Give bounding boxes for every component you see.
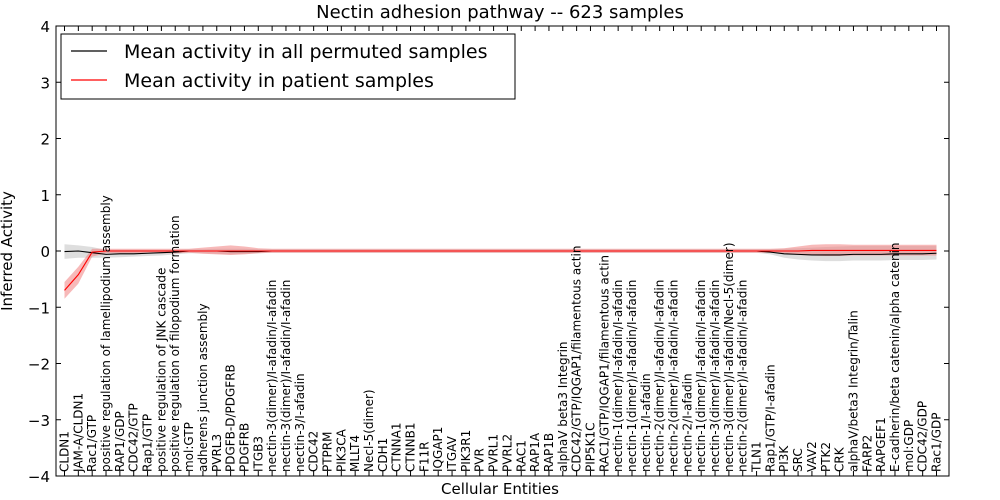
x-tick-label-rap1a: RAP1A (528, 432, 542, 472)
x-tick-label-ctnna1: CTNNA1 (390, 422, 404, 472)
x-tick-label-positive-regulation-of-lamellipodium-assembly: positive regulation of lamellipodium ass… (99, 195, 113, 472)
series-lines (64, 249, 937, 291)
x-tick-label-cdc42-gtp-iqgap1-filamentous-actin: CDC42/GTP/IQGAP1/filamentous actin (570, 246, 584, 472)
x-tick-label-pip5k1c: PIP5K1C (583, 422, 597, 472)
y-tick-label: 3 (40, 74, 50, 92)
y-axis: −4 −3 −2 −1 0 1 2 3 4 (28, 18, 949, 486)
x-tick-label-itgb3: ITGB3 (251, 436, 265, 472)
x-tick-label-alphav-beta3-integrin-talin: alphaV/beta3 Integrin/Talin (846, 310, 860, 472)
x-tick-label-mllt4: MLLT4 (348, 435, 362, 472)
x-tick-label-positive-regulation-of-jnk-cascade: positive regulation of JNK cascade (154, 268, 168, 472)
x-tick-label-itgav: ITGAV (445, 435, 459, 472)
y-tick-label: −1 (28, 299, 50, 317)
line-mean-activity-in-patient-samples (64, 249, 937, 291)
x-tick-label-cldn1: CLDN1 (58, 431, 72, 472)
x-tick-label-jam-a-cldn1: JAM-A/CLDN1 (71, 393, 85, 473)
x-tick-label-nectin-2-dimer-i-afadin-i-afadin: nectin-2(dimer)/I-afadin/I-afadin (667, 280, 681, 472)
y-tick-label: 1 (40, 187, 50, 205)
x-tick-label-rac1: RAC1 (514, 440, 528, 472)
y-axis-label: Inferred Activity (0, 191, 16, 311)
x-tick-label-rap1-gtp-i-afadin: Rap1/GTP/I-afadin (763, 364, 777, 472)
x-tick-label-rac1-gtp-iqgap1-filamentous-actin: RAC1/GTP/IQGAP1/filamentous actin (597, 255, 611, 472)
x-tick-label-nectin-1-dimer-i-afadin-i-afadin: nectin-1(dimer)/I-afadin/I-afadin (694, 280, 708, 472)
x-tick-label-cdc42: CDC42 (307, 431, 321, 472)
x-tick-label-crk: CRK (833, 446, 847, 472)
legend: Mean activity in all permuted samples Me… (60, 33, 516, 100)
y-tick-label: −3 (28, 412, 50, 430)
legend-label-patient: Mean activity in patient samples (124, 70, 434, 92)
x-tick-label-rap1-gtp: Rap1/GTP (141, 414, 155, 472)
x-tick-label-e-cadherin-beta-catenin-alpha-catenin: E-cadherin/beta catenin/alpha catenin (888, 242, 902, 472)
x-tick-label-pdgfb-d-pdgfrb: PDGFB-D/PDGFRB (224, 364, 238, 472)
x-tick-label-rac1-gdp: Rac1/GDP (930, 413, 944, 472)
x-tick-label-ptprm: PTPRM (320, 432, 334, 473)
x-tick-label-cdc42-gdp: CDC42/GDP (916, 401, 930, 472)
x-tick-label-pi3k: PI3K (777, 445, 791, 472)
x-tick-label-alphav-beta3-integrin: alphaV beta3 Integrin (556, 341, 570, 472)
x-tick-label-pvr: PVR (473, 448, 487, 472)
x-tick-label-adherens-junction-assembly: adherens junction assembly (196, 303, 210, 472)
x-tick-label-necl-5-dimer: Necl-5(dimer) (362, 389, 376, 472)
x-tick-label-pvrl3: PVRL3 (210, 434, 224, 472)
x-tick-label-rapgef1: RAPGEF1 (874, 417, 888, 472)
x-tick-label-nectin-3-dimer-i-afadin-necl-5-dimer: nectin-3(dimer)/I-afadin/Necl-5(dimer) (722, 242, 736, 472)
x-tick-label-cdh1: CDH1 (376, 438, 390, 472)
x-tick-label-ctnnb1: CTNNB1 (404, 422, 418, 472)
x-tick-label-pvrl2: PVRL2 (500, 434, 514, 472)
x-tick-label-src: SRC (791, 448, 805, 472)
y-tick-label: 2 (40, 131, 50, 149)
band-mean-activity-in-patient-samples (64, 244, 937, 299)
x-tick-label-ptk2: PTK2 (819, 442, 833, 472)
x-tick-label-positive-regulation-of-filopodium-formation: positive regulation of filopodium format… (168, 215, 182, 472)
x-tick-label-nectin-2-dimer-i-afadin-i-afadin: nectin-2(dimer)/I-afadin/I-afadin (736, 280, 750, 472)
confidence-bands (64, 244, 937, 299)
x-tick-label-f11r: F11R (417, 441, 431, 472)
y-tick-label: 0 (40, 243, 50, 261)
legend-box (60, 33, 516, 100)
chart-title: Nectin adhesion pathway -- 623 samples (316, 2, 684, 23)
x-tick-label-iqgap1: IQGAP1 (431, 427, 445, 472)
x-tick-label-nectin-1-dimer-i-afadin-i-afadin: nectin-1(dimer)/I-afadin/I-afadin (625, 280, 639, 472)
x-tick-label-nectin-3-i-afadin: nectin-3/I-afadin (293, 373, 307, 472)
x-tick-label-rac1-gtp: Rac1/GTP (85, 415, 99, 472)
x-tick-label-mol-gdp: mol:GDP (902, 420, 916, 472)
x-tick-label-nectin-2-i-afadin: nectin-2/I-afadin (680, 373, 694, 472)
y-tick-label: 4 (40, 18, 50, 36)
x-tick-label-pik3r1: PIK3R1 (459, 430, 473, 472)
x-axis-label: Cellular Entities (441, 480, 559, 498)
x-tick-label-nectin-3-dimer-i-afadin-i-afadin: nectin-3(dimer)/I-afadin/I-afadin (279, 280, 293, 472)
x-tick-label-rap1b: RAP1B (542, 433, 556, 472)
y-tick-label: −2 (28, 356, 50, 374)
x-tick-label-pik3ca: PIK3CA (334, 428, 348, 472)
x-tick-label-rap1-gdp: RAP1/GDP (113, 411, 127, 472)
x-tick-label-nectin-1-dimer-i-afadin-i-afadin: nectin-1(dimer)/I-afadin/I-afadin (611, 280, 625, 472)
x-tick-label-pdgfrb: PDGFRB (237, 423, 251, 472)
x-tick-label-nectin-1-i-afadin: nectin-1/I-afadin (639, 373, 653, 472)
x-tick-label-pvrl1: PVRL1 (487, 434, 501, 472)
x-tick-label-farp2: FARP2 (860, 435, 874, 472)
x-tick-label-nectin-2-dimer-i-afadin-i-afadin: nectin-2(dimer)/I-afadin/I-afadin (653, 280, 667, 472)
x-tick-label-nectin-3-dimer-i-afadin-i-afadin: nectin-3(dimer)/I-afadin/I-afadin (708, 280, 722, 472)
x-tick-label-vav2: VAV2 (805, 441, 819, 472)
x-tick-label-cdc42-gtp: CDC42/GTP (127, 403, 141, 472)
legend-label-permuted: Mean activity in all permuted samples (124, 41, 487, 63)
x-tick-label-mol-gtp: mol:GTP (182, 422, 196, 472)
x-tick-label-nectin-3-dimer-i-afadin-i-afadin: nectin-3(dimer)/I-afadin/I-afadin (265, 280, 279, 472)
y-tick-label: −4 (28, 468, 50, 486)
x-tick-label-tln1: TLN1 (750, 441, 764, 473)
